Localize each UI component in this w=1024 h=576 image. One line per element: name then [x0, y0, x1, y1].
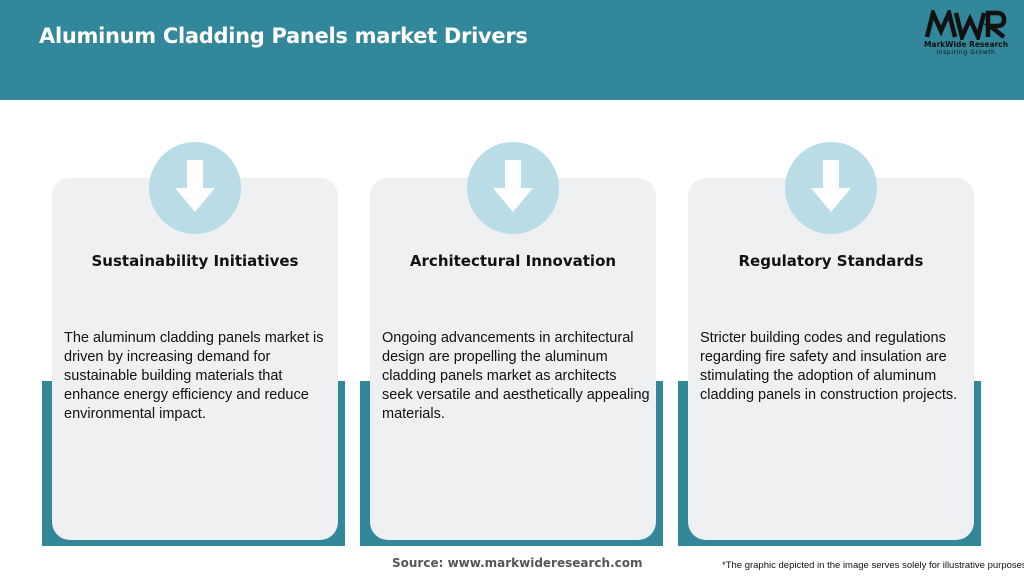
- logo-tagline: Inspiring Growth: [936, 49, 996, 56]
- driver-card-architectural: Architectural Innovation Ongoing advance…: [360, 142, 673, 546]
- arrow-down-icon: [467, 142, 559, 234]
- card-panel: Architectural Innovation Ongoing advance…: [370, 142, 656, 540]
- driver-card-sustainability: Sustainability Initiatives The aluminum …: [42, 142, 355, 546]
- card-title: Regulatory Standards: [738, 252, 924, 270]
- disclaimer-note: *The graphic depicted in the image serve…: [722, 560, 1024, 571]
- arrow-down-icon: [149, 142, 241, 234]
- logo-name: MarkWide Research: [923, 40, 1009, 49]
- card-title: Sustainability Initiatives: [91, 252, 299, 270]
- page-title: Aluminum Cladding Panels market Drivers: [39, 24, 528, 48]
- arrow-down-icon: [785, 142, 877, 234]
- card-description: Stricter building codes and regulations …: [700, 330, 958, 403]
- logo: MarkWide Research Inspiring Growth: [918, 10, 1014, 60]
- card-panel: Regulatory Standards Stricter building c…: [688, 142, 974, 540]
- card-description: The aluminum cladding panels market is d…: [64, 330, 324, 422]
- card-description: Ongoing advancements in architectural de…: [382, 330, 650, 422]
- card-panel: Sustainability Initiatives The aluminum …: [52, 142, 338, 540]
- card-title: Architectural Innovation: [409, 252, 617, 270]
- source-link[interactable]: Source: www.markwideresearch.com: [392, 556, 643, 570]
- driver-card-regulatory: Regulatory Standards Stricter building c…: [678, 142, 991, 546]
- mwr-logo-icon: [924, 10, 1007, 40]
- header-banner: Aluminum Cladding Panels market Drivers …: [0, 0, 1024, 100]
